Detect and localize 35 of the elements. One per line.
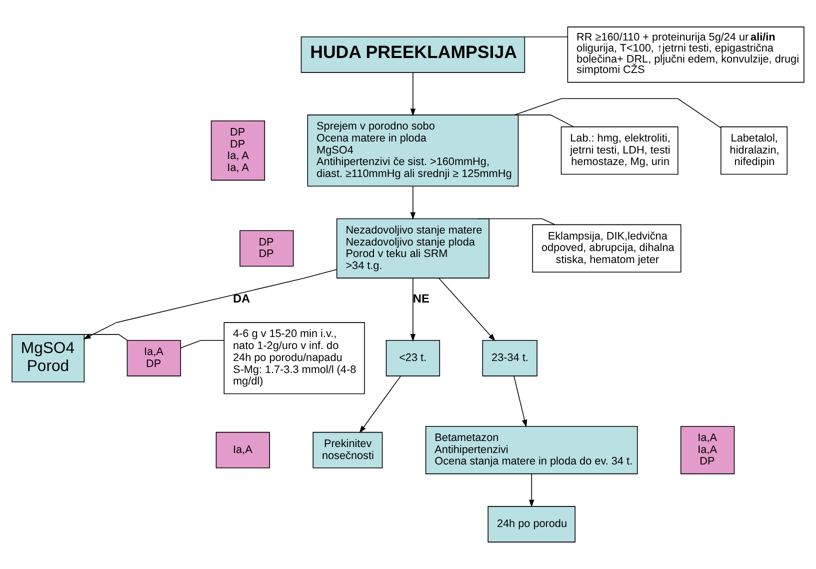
arrow — [438, 278, 496, 342]
node-box: MgSO4 Porod — [12, 334, 85, 382]
node-box: HUDA PREEKLAMPSIJA — [300, 36, 526, 73]
node-box: Prekinitev nosečnosti — [312, 432, 383, 468]
connector — [84, 334, 128, 341]
arrow — [514, 376, 528, 428]
connector — [477, 218, 556, 226]
node-box: 4-6 g v 15-20 min i.v., nato 1-2g/uro v inf. do 24h po porodu/napadu S-Mg: 1.7-3.3 mmol/l (4-8 mg/dl) — [224, 322, 365, 394]
node-box: Ia,A — [216, 432, 270, 468]
connector — [514, 98, 722, 128]
node-box: DP DP Ia, A Ia, A — [210, 120, 266, 181]
node-box: Ia,A DP — [126, 340, 181, 376]
node-box: Lab.: hmg, elektroliti, jetrni testi, LDH, testi hemostaze, Mg, urin — [560, 126, 678, 175]
node-box: RR ≥160/110 + proteinurija 5g/24 ur ali/in oligurija, T<100, ↑jetrni testi, epigastrična bolečina+ DRL, pljučni edem, konvulzije, drugi simptomi CŽS — [567, 26, 804, 83]
node-box: Labetalol, hidralazin, nifedipin — [720, 126, 788, 175]
node-box: Sprejem v porodno sobo Ocena matere in ploda MgSO4 Antihipertenzivi če sist. >160mmHg, diast. ≥110mmHg ali srednji ≥ 125mmHg — [307, 114, 519, 187]
connector — [524, 36, 568, 38]
connector — [518, 114, 574, 128]
edge-label: NE — [412, 291, 430, 306]
node-box: <23 t. — [386, 340, 440, 376]
node-box: DP DP — [240, 230, 294, 267]
arrow — [410, 72, 416, 116]
arrow — [410, 186, 416, 220]
arrow — [410, 278, 416, 342]
arrow — [83, 269, 337, 340]
connector — [180, 340, 224, 348]
node-box: Ia,A Ia,A DP — [680, 426, 735, 474]
node-box: 23-34 t. — [482, 340, 538, 376]
edge-label: DA — [233, 291, 250, 306]
node-box: Betametazon Antihipertenzivi Ocena stanja matere in ploda do ev. 34 t. — [425, 426, 638, 474]
arrow — [359, 376, 402, 434]
arrow — [528, 474, 534, 508]
node-box: Eklampsija, DIK,ledvična odpoved, abrupcija, dihalna stiska, hematom jeter — [532, 224, 682, 273]
node-box: Nezadovoljivo stanje matere Nezadovoljivo stanje ploda Porod v teku ali SRM >34 t.g. — [336, 218, 490, 278]
node-box: 24h po porodu — [488, 506, 576, 542]
